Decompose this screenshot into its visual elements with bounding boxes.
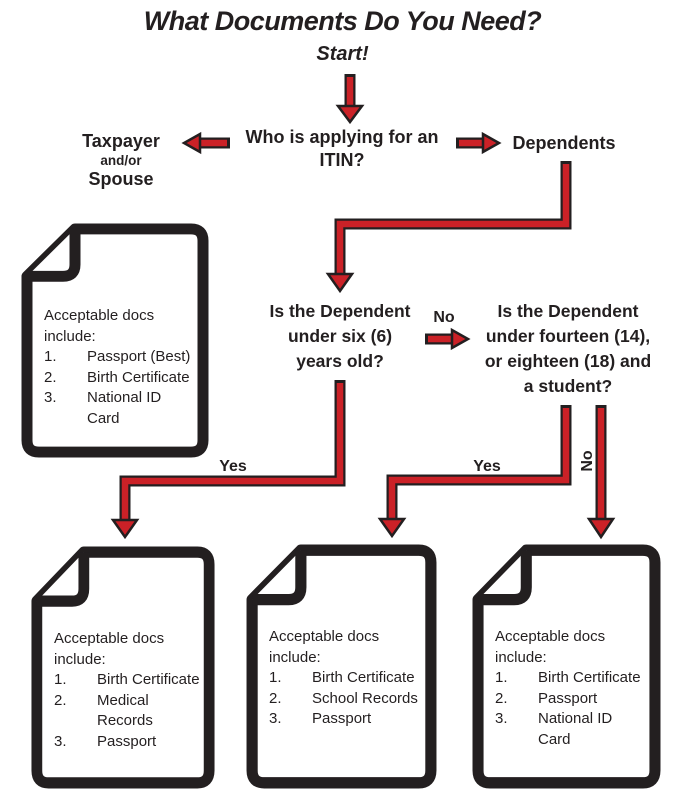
node-question-under14: Is the Dependent under fourteen (14), or… <box>477 299 659 399</box>
question-under6-line2: under six (6) <box>287 326 393 346</box>
list-item: 3. National ID Card <box>44 388 196 429</box>
doc-taxpayer-text: Acceptable docs include: 1. Passport (Be… <box>44 306 196 429</box>
spouse-line: Spouse <box>88 169 154 189</box>
item-text: Passport <box>538 689 598 707</box>
list-item: 1. Passport (Best) <box>44 347 196 368</box>
node-dependents: Dependents <box>512 133 616 153</box>
item-text: Passport (Best) <box>87 348 191 365</box>
list-item: 1. Birth Certificate <box>495 668 648 689</box>
doc-card-under14-no: Acceptable docs include: 1. Birth Certif… <box>471 543 662 790</box>
list-item: 2. School Records <box>269 689 424 710</box>
item-text: Passport <box>97 732 157 750</box>
arrow-to-taxpayer <box>181 131 230 155</box>
item-text: Birth Certificate <box>538 669 641 686</box>
doc-card-under6-yes: Acceptable docs include: 1. Birth Certif… <box>30 545 216 790</box>
arrow-start-down <box>335 74 365 125</box>
doc-card-taxpayer: Acceptable docs include: 1. Passport (Be… <box>20 222 210 459</box>
edge-label-yes-under6: Yes <box>219 458 247 475</box>
list-item: 3. Passport <box>54 732 202 753</box>
start-label: Start! <box>316 43 369 65</box>
doc-under14-no-text: Acceptable docs include: 1. Birth Certif… <box>495 627 648 750</box>
question-under14-line1: Is the Dependent <box>497 301 639 321</box>
arrow-no-under6 <box>425 327 471 351</box>
doc-heading: Acceptable docs include: <box>495 628 606 666</box>
document-icon <box>31 546 215 789</box>
arrow-to-dependents <box>456 131 502 155</box>
node-taxpayer-spouse: Taxpayer and/or Spouse <box>61 131 181 190</box>
item-text: Birth Certificate <box>87 368 190 386</box>
list-item: 3. National ID Card <box>495 709 648 750</box>
question-under14-line4: a student? <box>523 376 613 396</box>
item-number: 1. <box>269 669 282 686</box>
node-question-under6: Is the Dependent under six (6) years old… <box>250 299 430 374</box>
taxpayer-line: Taxpayer <box>82 131 160 151</box>
document-icon <box>472 544 661 789</box>
item-number: 3. <box>44 389 57 406</box>
doc-under14-yes-text: Acceptable docs include: 1. Birth Certif… <box>269 627 424 730</box>
question-under14-line3: or eighteen (18) and <box>484 351 652 371</box>
document-icon <box>21 223 209 458</box>
item-text: Birth Certificate <box>97 671 200 688</box>
item-number: 2. <box>54 691 67 709</box>
list-item: 2. Medical Records <box>54 691 202 732</box>
item-text: National ID Card <box>87 389 162 427</box>
doc-card-under14-yes: Acceptable docs include: 1. Birth Certif… <box>245 543 438 790</box>
item-number: 2. <box>269 689 282 707</box>
edge-label-no-under6: No <box>433 309 455 326</box>
item-number: 1. <box>54 671 67 688</box>
andor-line: and/or <box>100 153 142 168</box>
item-number: 2. <box>495 689 508 707</box>
list-item: 3. Passport <box>269 709 424 730</box>
item-number: 2. <box>44 368 57 386</box>
list-item: 1. Birth Certificate <box>54 670 202 691</box>
list-item: 1. Birth Certificate <box>269 668 424 689</box>
item-number: 1. <box>495 669 508 686</box>
arrow-dependents-to-under6 <box>325 161 572 294</box>
item-number: 1. <box>44 348 57 365</box>
item-text: School Records <box>312 689 418 707</box>
node-root-question: Who is applying for an ITIN? <box>245 127 439 170</box>
document-icon <box>246 544 437 789</box>
doc-heading: Acceptable docs include: <box>269 628 380 666</box>
item-text: Medical Records <box>97 691 153 730</box>
item-text: National ID Card <box>538 710 613 748</box>
item-text: Birth Certificate <box>312 669 415 686</box>
item-number: 3. <box>54 732 67 750</box>
item-text: Passport <box>312 710 372 727</box>
item-number: 3. <box>495 710 508 727</box>
item-number: 3. <box>269 710 282 727</box>
list-item: 2. Passport <box>495 689 648 710</box>
edge-label-no-under14: No <box>579 450 596 472</box>
doc-under6-text: Acceptable docs include: 1. Birth Certif… <box>54 629 202 752</box>
doc-heading: Acceptable docs include: <box>54 630 165 668</box>
question-under6-line1: Is the Dependent <box>269 301 411 321</box>
doc-heading: Acceptable docs include: <box>44 307 155 345</box>
question-under14-line2: under fourteen (14), <box>485 326 651 346</box>
question-under6-line3: years old? <box>296 351 384 371</box>
edge-label-yes-under14: Yes <box>473 458 501 475</box>
page-title: What Documents Do You Need? <box>143 6 542 36</box>
list-item: 2. Birth Certificate <box>44 368 196 389</box>
